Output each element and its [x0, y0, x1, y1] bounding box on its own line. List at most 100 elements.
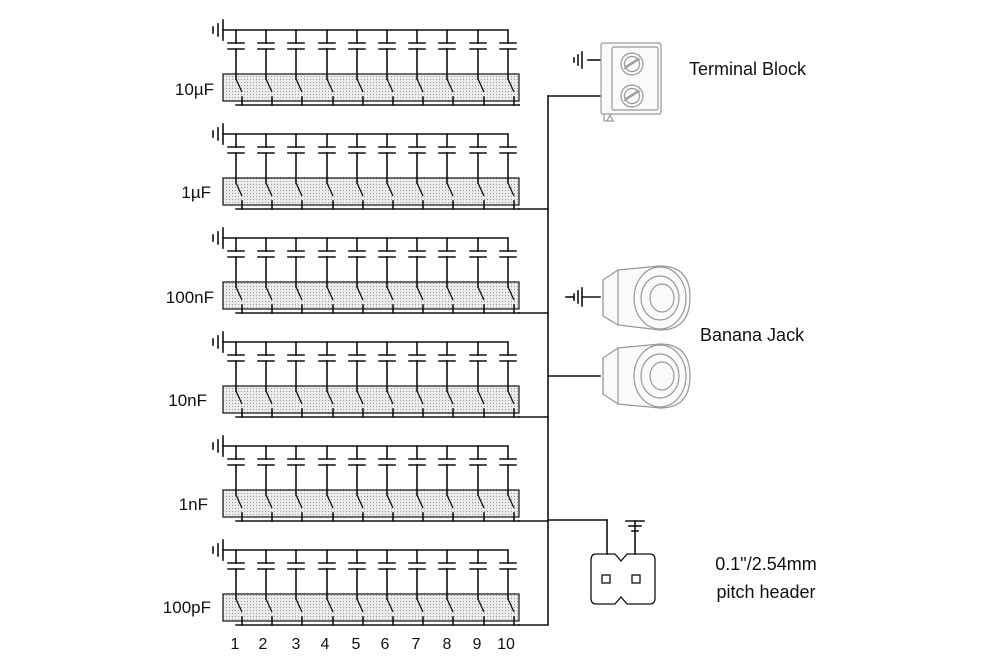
capacitor-switch-10 — [499, 29, 517, 106]
bank-4: 10nF — [168, 331, 549, 418]
capacitor-switch-1 — [227, 445, 245, 522]
ground-icon — [212, 123, 224, 145]
bank-1: 10µF — [175, 19, 520, 106]
banana-jacks: Banana Jack — [547, 265, 805, 409]
dip-switch — [222, 281, 520, 310]
banana-jack-2 — [602, 343, 691, 409]
capacitor-switch-7 — [408, 237, 426, 314]
capacitor-switch-10 — [499, 133, 517, 210]
capacitor-switch-9 — [469, 549, 487, 626]
bank-label: 10µF — [175, 80, 214, 99]
terminal-screw-2 — [620, 84, 644, 108]
bank-label: 10nF — [168, 391, 207, 410]
switch-number: 1 — [231, 636, 240, 653]
capacitor-switch-10 — [499, 341, 517, 418]
capacitor-switch-3 — [287, 237, 305, 314]
dip-switch — [222, 177, 520, 206]
dip-switch — [222, 385, 520, 414]
capacitor-switch-4 — [318, 341, 336, 418]
capacitor-switch-2 — [257, 341, 275, 418]
switch-number: 8 — [443, 636, 452, 653]
capacitor-switch-2 — [257, 29, 275, 106]
ground-icon — [212, 19, 224, 41]
capacitor-switch-4 — [318, 29, 336, 106]
dip-switch — [222, 593, 520, 622]
capacitor-switch-7 — [408, 133, 426, 210]
banana-jack-ground-icon — [565, 287, 601, 307]
capacitor-switch-5 — [348, 549, 366, 626]
capacitor-switch-10 — [499, 445, 517, 522]
capacitor-switch-1 — [227, 549, 245, 626]
pitch-header-label-line2: pitch header — [716, 582, 815, 602]
bank-2: 1µF — [181, 123, 549, 210]
capacitor-switch-7 — [408, 29, 426, 106]
capacitor-switch-9 — [469, 341, 487, 418]
switch-number: 4 — [321, 636, 330, 653]
capacitor-switch-9 — [469, 237, 487, 314]
bank-label: 100nF — [166, 288, 214, 307]
pitch-header-body — [590, 553, 656, 605]
bank-3: 100nF — [166, 227, 549, 314]
capacitor-switch-3 — [287, 445, 305, 522]
capacitor-switch-5 — [348, 29, 366, 106]
capacitor-switch-3 — [287, 549, 305, 626]
capacitor-switch-5 — [348, 237, 366, 314]
capacitor-switch-1 — [227, 237, 245, 314]
switch-number: 10 — [497, 636, 515, 653]
capacitor-switch-8 — [438, 445, 456, 522]
capacitor-switch-4 — [318, 549, 336, 626]
bank-label: 1nF — [179, 495, 208, 514]
capacitor-switch-3 — [287, 133, 305, 210]
capacitor-switch-6 — [378, 237, 396, 314]
terminal-block: Terminal Block — [547, 42, 807, 122]
terminal-block-ground-icon — [573, 51, 583, 69]
capacitor-switch-5 — [348, 341, 366, 418]
capacitor-switch-9 — [469, 29, 487, 106]
capacitor-switch-6 — [378, 341, 396, 418]
capacitor-switch-10 — [499, 549, 517, 626]
bank-label: 100pF — [163, 598, 211, 617]
ground-icon — [212, 227, 224, 249]
capacitor-switch-1 — [227, 341, 245, 418]
ground-icon — [212, 435, 224, 457]
dip-switch — [222, 489, 520, 518]
bank-label: 1µF — [181, 183, 211, 202]
capacitor-switch-6 — [378, 445, 396, 522]
capacitor-switch-3 — [287, 29, 305, 106]
ground-icon — [212, 331, 224, 353]
dip-switch — [222, 73, 520, 102]
bank-6: 100pF — [163, 539, 549, 626]
switch-number: 5 — [352, 636, 361, 653]
switch-number: 9 — [473, 636, 482, 653]
switch-number: 6 — [381, 636, 390, 653]
capacitor-switch-2 — [257, 133, 275, 210]
pitch-header-label-line1: 0.1"/2.54mm — [715, 554, 816, 574]
capacitor-switch-8 — [438, 549, 456, 626]
capacitor-switch-10 — [499, 237, 517, 314]
capacitor-switch-1 — [227, 133, 245, 210]
capacitor-switch-4 — [318, 133, 336, 210]
capacitor-switch-7 — [408, 549, 426, 626]
capacitor-switch-2 — [257, 549, 275, 626]
capacitor-switch-1 — [227, 29, 245, 106]
capacitor-switch-7 — [408, 445, 426, 522]
capacitor-switch-4 — [318, 237, 336, 314]
banana-jack-label: Banana Jack — [700, 325, 805, 345]
terminal-block-label: Terminal Block — [689, 59, 807, 79]
switch-number: 7 — [412, 636, 421, 653]
switch-number: 2 — [259, 636, 268, 653]
capacitor-banks: 10µF 1µF 100nF 10nF 1nF 100pF — [163, 19, 549, 626]
capacitor-switch-8 — [438, 341, 456, 418]
capacitor-switch-6 — [378, 549, 396, 626]
bank-5: 1nF — [179, 435, 549, 522]
capacitor-switch-6 — [378, 29, 396, 106]
capacitor-switch-8 — [438, 29, 456, 106]
capacitor-switch-2 — [257, 445, 275, 522]
header-pin-2 — [631, 574, 641, 584]
capacitor-switch-2 — [257, 237, 275, 314]
capacitor-switch-8 — [438, 133, 456, 210]
terminal-screw-1 — [620, 52, 644, 76]
